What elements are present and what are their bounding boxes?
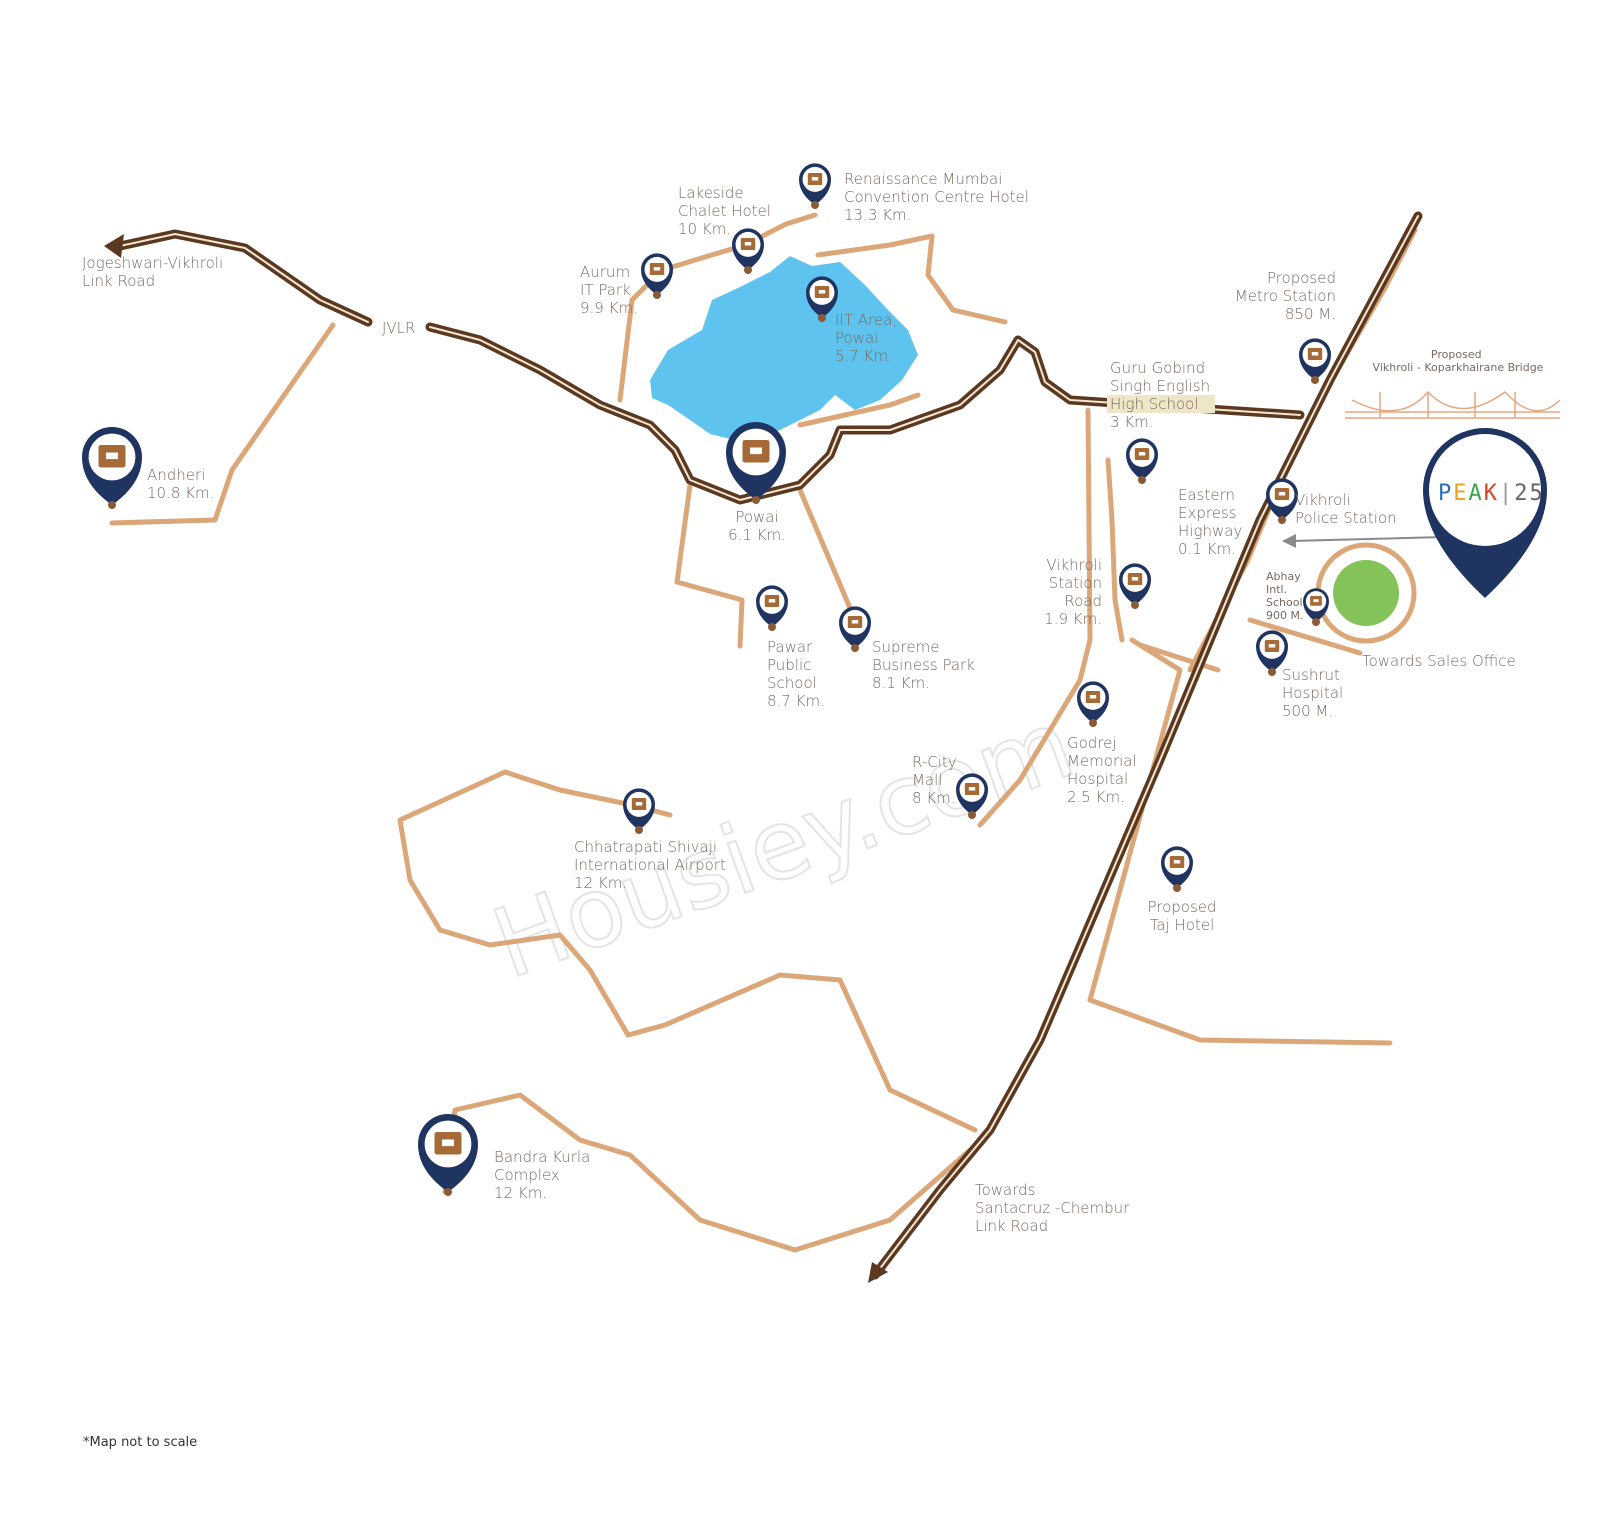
project-logo: PEAK|25: [1438, 481, 1545, 506]
pin-godrej[interactable]: [1077, 681, 1109, 727]
cart-icon: [964, 783, 980, 795]
sales-office-label: Towards Sales Office: [1362, 652, 1516, 670]
pin-abhay[interactable]: [1303, 588, 1329, 626]
pin-metro[interactable]: [1299, 338, 1331, 384]
pin-sushrut[interactable]: [1256, 630, 1288, 676]
hospital-icon: [1085, 691, 1101, 703]
pin-lakeside[interactable]: [732, 228, 764, 274]
building-icon: [742, 440, 770, 463]
highways: [104, 211, 1423, 1283]
jvlr-label: Jogeshwari-Vikhroli Link Road: [82, 254, 228, 290]
arrow-left-icon: [1282, 534, 1296, 548]
train-icon: [1307, 348, 1323, 360]
pin-vikhroli_station[interactable]: [1119, 563, 1151, 609]
business-icon: [847, 616, 863, 628]
bridge-icon: [1345, 390, 1561, 419]
hospital-icon: [1264, 640, 1280, 652]
pin-renaissance[interactable]: [799, 163, 831, 209]
pin-andheri[interactable]: [82, 427, 142, 509]
pointer-arrow: [1289, 536, 1445, 542]
business-icon: [814, 286, 830, 298]
pin-police[interactable]: [1266, 478, 1298, 524]
pin-rcity[interactable]: [956, 773, 988, 819]
hotel-icon: [807, 173, 823, 185]
project-logo-pin: PEAK|25: [1423, 428, 1547, 598]
school-icon: [764, 595, 780, 607]
jvlr-tag: JVLR: [382, 319, 415, 337]
school-icon: [1310, 596, 1322, 606]
footnote: *Map not to scale: [83, 1435, 197, 1450]
building-icon: [98, 445, 126, 468]
powai-lake: [650, 256, 918, 440]
pin-pawar[interactable]: [756, 585, 788, 631]
pin-bkc[interactable]: [418, 1114, 478, 1196]
school-icon: [1134, 448, 1150, 460]
hotel-icon: [740, 238, 756, 250]
plane-icon: [631, 798, 647, 810]
watermark: Housiey.com: [479, 688, 1087, 1001]
pin-aurum[interactable]: [641, 253, 673, 299]
project-site: [1315, 542, 1417, 644]
station-icon: [1127, 573, 1143, 585]
arrow-down-icon: [868, 1262, 888, 1283]
scl-label: Towards Santacruz -Chembur Link Road: [975, 1181, 1134, 1235]
business-icon: [649, 263, 665, 275]
office-icon: [434, 1132, 462, 1155]
pin-supreme[interactable]: [839, 606, 871, 652]
eastern-highway-label: Eastern Express Highway 0.1 Km.: [1178, 486, 1247, 558]
arrow-left-icon: [104, 234, 124, 258]
pin-iit[interactable]: [806, 276, 838, 322]
hotel-icon: [1169, 856, 1185, 868]
police-icon: [1274, 488, 1290, 500]
bridge-label: Proposed Vikhroli - Koparkhairane Bridge: [1373, 348, 1544, 374]
pin-guru[interactable]: [1126, 438, 1158, 484]
pin-airport[interactable]: [623, 788, 655, 834]
pin-powai[interactable]: [726, 422, 786, 504]
pin-taj[interactable]: [1161, 846, 1193, 892]
